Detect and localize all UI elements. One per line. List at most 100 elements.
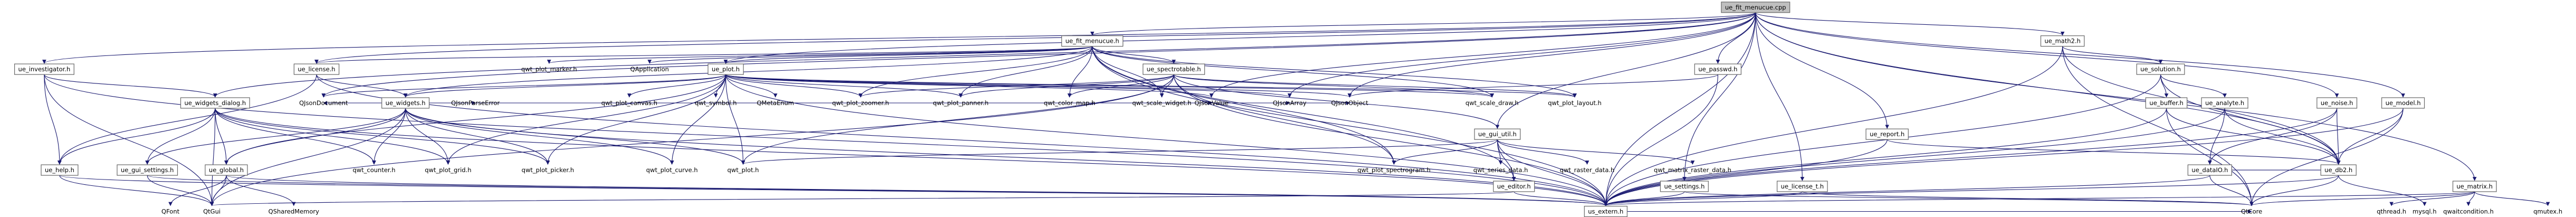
graph-node-editor[interactable]: ue_editor.h [1493,181,1535,192]
graph-node-label: ue_help.h [45,166,74,174]
graph-edge-widgets-to-qwtplot [405,108,745,165]
graph-node-matrix[interactable]: ue_matrix.h [2453,181,2497,192]
graph-node-box [2381,97,2425,109]
graph-node-buffer[interactable]: ue_buffer.h [2145,97,2188,109]
graph-node-label: QMetaEnum [756,99,794,107]
graph-edge-widgetsdialog-to-qwtcounter [215,108,376,165]
graph-node-qapplication: QApplication [630,65,669,73]
graph-node-label: QJsonDocument [299,99,348,107]
graph-node-noise[interactable]: ue_noise.h [2316,97,2358,109]
graph-edge-licenset-to-extern [1604,191,1803,206]
graph-node-settings[interactable]: ue_settings.h [1660,181,1709,192]
graph-node-label: qwt_series_data.h [1473,166,1528,174]
graph-node-licenset[interactable]: ue_license_t.h [1777,181,1828,192]
graph-node-label: ue_math2.h [2044,37,2080,45]
graph-node-datafd[interactable]: ue_dataIO.h [2187,164,2232,176]
graph-edge-plot-to-qwtplotzoomer [725,74,863,98]
graph-edge-investigator-to-widgetsdialog [44,74,217,98]
graph-edge-global-to-qfont [168,175,227,206]
graph-node-plot[interactable]: ue_plot.h [707,63,744,75]
graph-node-investigator[interactable]: ue_investigator.h [14,63,74,75]
graph-node-fitmenucue[interactable]: ue_fit_menucue.h [1061,35,1124,47]
graph-edge-root-to-settings [1682,12,1756,181]
graph-node-qwtplotlayout: qwt_plot_layout.h [1548,99,1602,107]
graph-node-root[interactable]: ue_fit_menucue.cpp [1721,2,1790,13]
graph-node-label: ue_editor.h [1497,183,1531,190]
graph-edge-math2-to-qtcore [2062,46,2254,206]
graph-node-guisettings[interactable]: ue_gui_settings.h [117,164,178,176]
graph-edge-plot-to-qwtplotpicker [545,74,726,165]
graph-node-guiutil[interactable]: ue_gui_util.h [1474,128,1521,140]
graph-node-qwtscalewidget: qwt_scale_widget.h [1132,99,1191,107]
graph-edge-global-to-qsharedmemory [226,175,296,206]
graph-node-label: qwaitcondition.h [2443,208,2494,215]
graph-edge-spectrotable-to-qwtcolormap [1067,74,1174,98]
graph-edge-fitmenucue-to-qwtplotzoomer [858,46,1093,98]
graph-node-label: QJsonParseError [451,99,500,107]
graph-edge-spectrotable-to-qwtplotzoomer [858,74,1174,98]
graph-node-analyte[interactable]: ue_analyte.h [2201,97,2248,109]
graph-edge-widgetsdialog-to-qwtplotgrid [215,108,451,165]
graph-edge-root-to-extern [1603,12,1756,206]
graph-node-help[interactable]: ue_help.h [41,164,79,176]
graph-edge-db2-to-qtcore [2249,175,2339,206]
graph-edge-matrix-to-qthread [2389,191,2475,206]
graph-edge-fitmenucue-to-qwtplotspectrogram [1091,46,1396,165]
graph-node-label: qwt_plot_zoomer.h [832,99,889,107]
graph-edge-spectrotable-to-extern [1173,74,1608,206]
graph-edge-buffer-to-qtcore [2166,108,2254,206]
graph-node-qwtplotcurve: qwt_plot_curve.h [646,166,698,174]
graph-edge-root-to-model [1755,12,2405,98]
graph-node-passwd[interactable]: ue_passwd.h [1694,63,1742,75]
graph-node-extern[interactable]: us_extern.h [1584,205,1628,217]
graph-edge-root-to-license [314,12,1756,64]
graph-edge-matrix-to-extern [1604,191,2475,206]
graph-node-solution[interactable]: ue_solution.h [2136,63,2185,75]
graph-edge-root-to-investigator [42,12,1756,64]
graph-node-license[interactable]: ue_license.h [293,63,340,75]
graph-edge-widgets-to-global [224,108,406,165]
graph-node-label: qwt_plot_layout.h [1548,99,1602,107]
graph-node-label: ue_gui_util.h [1478,130,1517,138]
graph-node-box [2145,97,2188,109]
graph-edge-guiutil-to-editor [1497,139,1516,181]
graph-node-box [2201,97,2248,109]
graph-edge-root-to-qjsonarray [1287,12,1756,98]
graph-edge-spectrotable-to-qwtplotlayout [1173,74,1577,98]
graph-edge-spectrotable-to-guiutil [1173,74,1500,129]
graph-edge-fitmenucue-to-widgets [403,46,1093,98]
graph-edge-buffer-to-db2 [2166,108,2341,165]
graph-node-label: qmutex.h [2533,208,2562,215]
graph-node-model[interactable]: ue_model.h [2381,97,2425,109]
graph-node-qtcore: QtCore [2241,208,2262,215]
graph-node-box [707,63,744,75]
graph-node-label: qwt_color_map.h [1044,99,1096,107]
graph-node-label: QApplication [630,65,669,73]
graph-node-db2[interactable]: ue_db2.h [2320,164,2357,176]
graph-edge-plot-to-qwtplotcurve [669,74,726,165]
graph-node-widgets[interactable]: ue_widgets.h [381,97,430,109]
graph-node-report[interactable]: ue_report.h [1865,128,1909,140]
graph-node-math2[interactable]: ue_math2.h [2040,35,2085,47]
graph-node-label: QJsonValue [1194,99,1228,107]
graph-node-box [1660,181,1709,192]
graph-node-label: qwt_symbol.h [695,99,736,107]
graph-node-qwtseriesdata: qwt_series_data.h [1473,166,1528,174]
graph-node-label: qwt_scale_widget.h [1132,99,1191,107]
graph-node-label: ue_gui_settings.h [121,166,174,174]
graph-node-qwtplotcanvas: qwt_plot_canvas.h [601,99,657,107]
graph-node-spectrotable[interactable]: ue_spectrotable.h [1143,63,1205,75]
graph-node-qjsonparseerror: QJsonParseError [451,99,500,107]
graph-node-box [2320,164,2357,176]
graph-node-label: ue_dataIO.h [2191,166,2228,174]
graph-edge-fitmenucue-to-qwtscalewidget [1091,46,1164,98]
graph-edge-db2-to-extern [1604,175,2339,206]
graph-node-label: ue_fit_menucue.cpp [1725,4,1786,11]
graph-node-global[interactable]: ue_global.h [205,164,248,176]
graph-edge-root-to-widgetsdialog [213,12,1756,98]
graph-edge-widgets-to-qtgui [209,108,406,206]
graph-node-label: us_extern.h [1588,208,1623,215]
graph-edge-root-to-guiutil [1495,12,1756,129]
graph-node-widgetsdialog[interactable]: ue_widgets_dialog.h [180,97,250,109]
